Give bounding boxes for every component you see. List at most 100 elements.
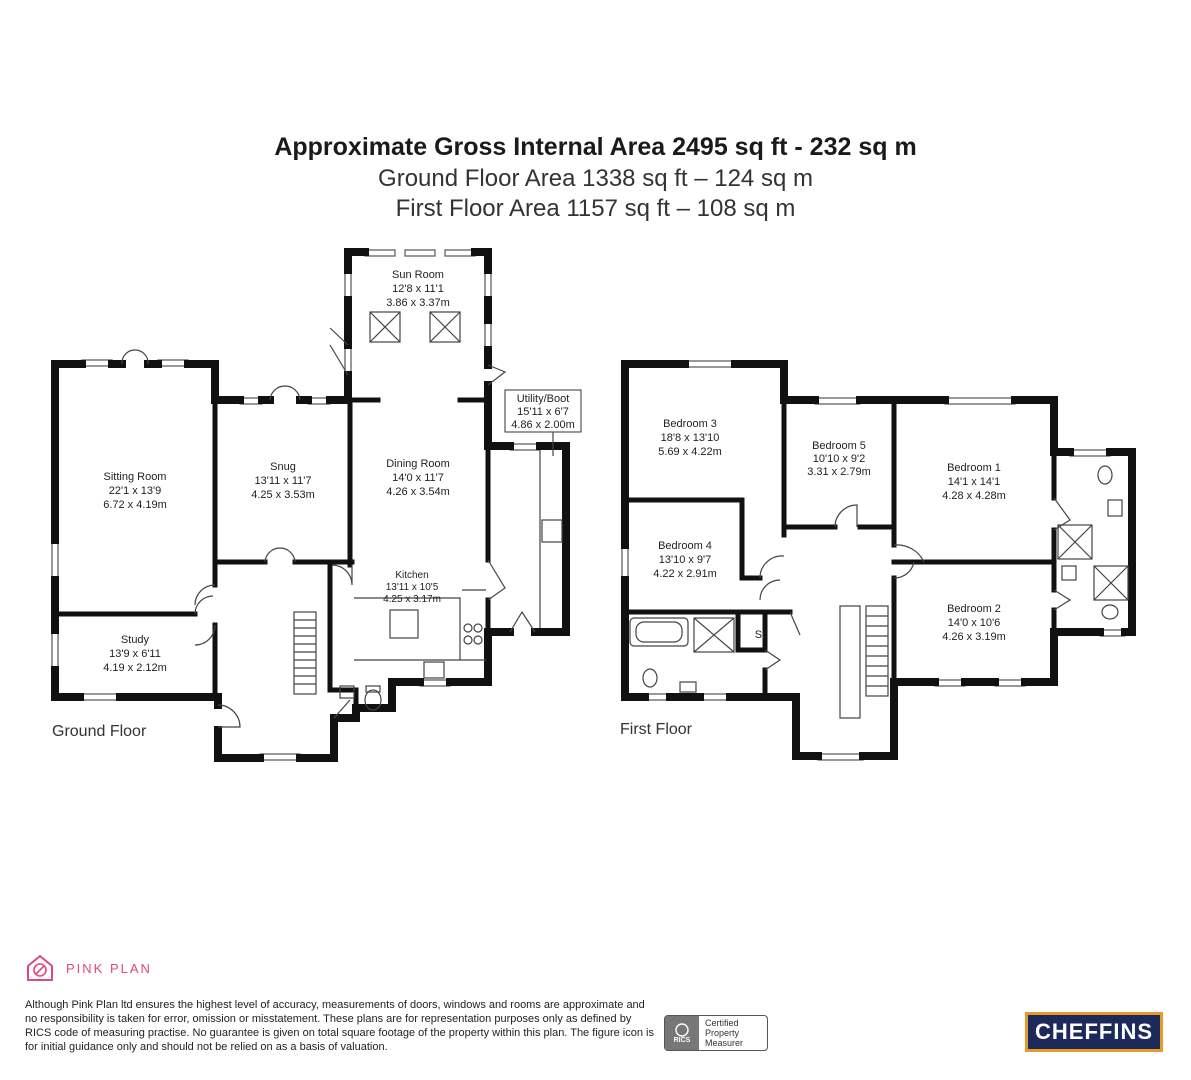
door: [329, 327, 349, 376]
french-doors: [269, 385, 301, 401]
french-doors: [121, 349, 149, 365]
store-label: St: [755, 629, 765, 641]
window: [509, 443, 541, 451]
door: [789, 611, 801, 636]
room-name: Dining Room: [386, 458, 450, 470]
window: [404, 249, 436, 257]
room-name: Bedroom 2: [947, 603, 1001, 615]
room-name: Bedroom 4: [658, 540, 712, 552]
ground-stairs: [293, 611, 317, 695]
french-doors: [264, 547, 296, 563]
plan-header: Approximate Gross Internal Area 2495 sq …: [0, 130, 1191, 224]
window: [944, 397, 1016, 405]
room-metric: 3.86 x 3.37m: [386, 297, 450, 309]
rics-logo-text: RICS: [673, 1036, 691, 1044]
ensuite: [1057, 465, 1129, 620]
window: [994, 679, 1026, 687]
door: [194, 595, 214, 615]
room-metric: 4.26 x 3.19m: [942, 631, 1006, 643]
room-dims: 13'11 x 10'5: [386, 582, 439, 593]
window: [484, 319, 492, 351]
window: [684, 360, 736, 368]
door: [759, 579, 781, 601]
room-metric: 5.69 x 4.22m: [658, 446, 722, 458]
utility-units: [539, 450, 563, 628]
room-name: Bedroom 1: [947, 462, 1001, 474]
window: [157, 359, 189, 367]
room-name: Snug: [270, 461, 296, 473]
room-metric: 4.19 x 2.12m: [103, 662, 167, 674]
ground-floor-area: Ground Floor Area 1338 sq ft – 124 sq m: [378, 165, 813, 192]
rics-line: Measurer: [705, 1038, 744, 1048]
room-dims: 12'8 x 11'1: [392, 283, 444, 295]
window: [699, 693, 731, 701]
ground-floor-plan: Sun Room 12'8 x 11'1 3.86 x 3.37m Utilit…: [51, 248, 582, 762]
first-stairs: [839, 605, 889, 719]
room-metric: 4.25 x 3.53m: [251, 489, 315, 501]
door: [893, 544, 925, 579]
window: [419, 679, 451, 687]
pinkplan-wordmark: PINK PLAN: [66, 960, 152, 976]
room-dims: 13'9 x 6'11: [109, 648, 161, 660]
rics-line: Certified: [705, 1018, 739, 1028]
kitchen-units: [354, 589, 486, 679]
room-dims: 15'11 x 6'7: [517, 406, 569, 418]
room-name: Study: [121, 634, 150, 646]
house-logo-icon: [27, 954, 53, 981]
rics-logo-icon: RICS: [665, 1016, 699, 1050]
window: [51, 539, 59, 581]
room-dims: 14'0 x 10'6: [948, 617, 1001, 629]
room-metric: 4.25 x 3.17m: [383, 594, 441, 605]
cloakroom: [339, 685, 382, 711]
window: [1069, 449, 1111, 457]
window: [814, 397, 861, 405]
room-metric: 4.22 x 2.91m: [653, 568, 717, 580]
first-floor-label: First Floor: [620, 721, 693, 738]
door: [764, 649, 782, 671]
door: [194, 584, 216, 606]
room-metric: 3.31 x 2.79m: [807, 466, 871, 478]
rics-crest-icon: [675, 1022, 689, 1037]
first-floor-plan: St: [620, 360, 1136, 761]
door: [194, 624, 216, 646]
roof-light: [429, 311, 461, 343]
cheffins-logo: CHEFFINS: [1025, 1012, 1163, 1052]
room-dims: 14'0 x 11'7: [392, 472, 444, 484]
room-name: Bedroom 5: [812, 440, 866, 452]
roof-light: [369, 311, 401, 343]
window: [79, 693, 121, 701]
rics-line: Property: [705, 1028, 740, 1038]
first-floor-area: First Floor Area 1157 sq ft – 108 sq m: [395, 195, 796, 222]
room-name: Utility/Boot: [517, 393, 570, 405]
ground-floor-label: Ground Floor: [52, 723, 147, 740]
room-name: Kitchen: [395, 570, 428, 581]
door: [331, 564, 353, 586]
window: [364, 249, 396, 257]
room-name: Bedroom 3: [663, 418, 717, 430]
window: [81, 359, 113, 367]
door: [509, 610, 536, 633]
room-dims: 22'1 x 13'9: [109, 485, 162, 497]
door: [487, 364, 507, 386]
pinkplan-brand: PINK PLAN: [24, 952, 152, 984]
disclaimer: Although Pink Plan ltd ensures the highe…: [25, 999, 654, 1053]
door: [1053, 497, 1071, 531]
window: [484, 269, 492, 301]
window: [444, 249, 476, 257]
door: [834, 504, 858, 528]
utility-label-box: [504, 389, 582, 433]
room-dims: 10'10 x 9'2: [813, 453, 866, 465]
bathroom: [629, 617, 735, 693]
gross-area-title: Approximate Gross Internal Area 2495 sq …: [274, 133, 917, 161]
room-name: Sun Room: [392, 269, 444, 281]
window: [259, 753, 301, 761]
door: [217, 704, 241, 728]
room-metric: 6.72 x 4.19m: [103, 499, 167, 511]
door: [1053, 589, 1072, 611]
window: [934, 679, 966, 687]
window: [817, 753, 864, 761]
room-metric: 4.28 x 4.28m: [942, 490, 1006, 502]
window: [621, 544, 629, 581]
door: [759, 555, 785, 579]
